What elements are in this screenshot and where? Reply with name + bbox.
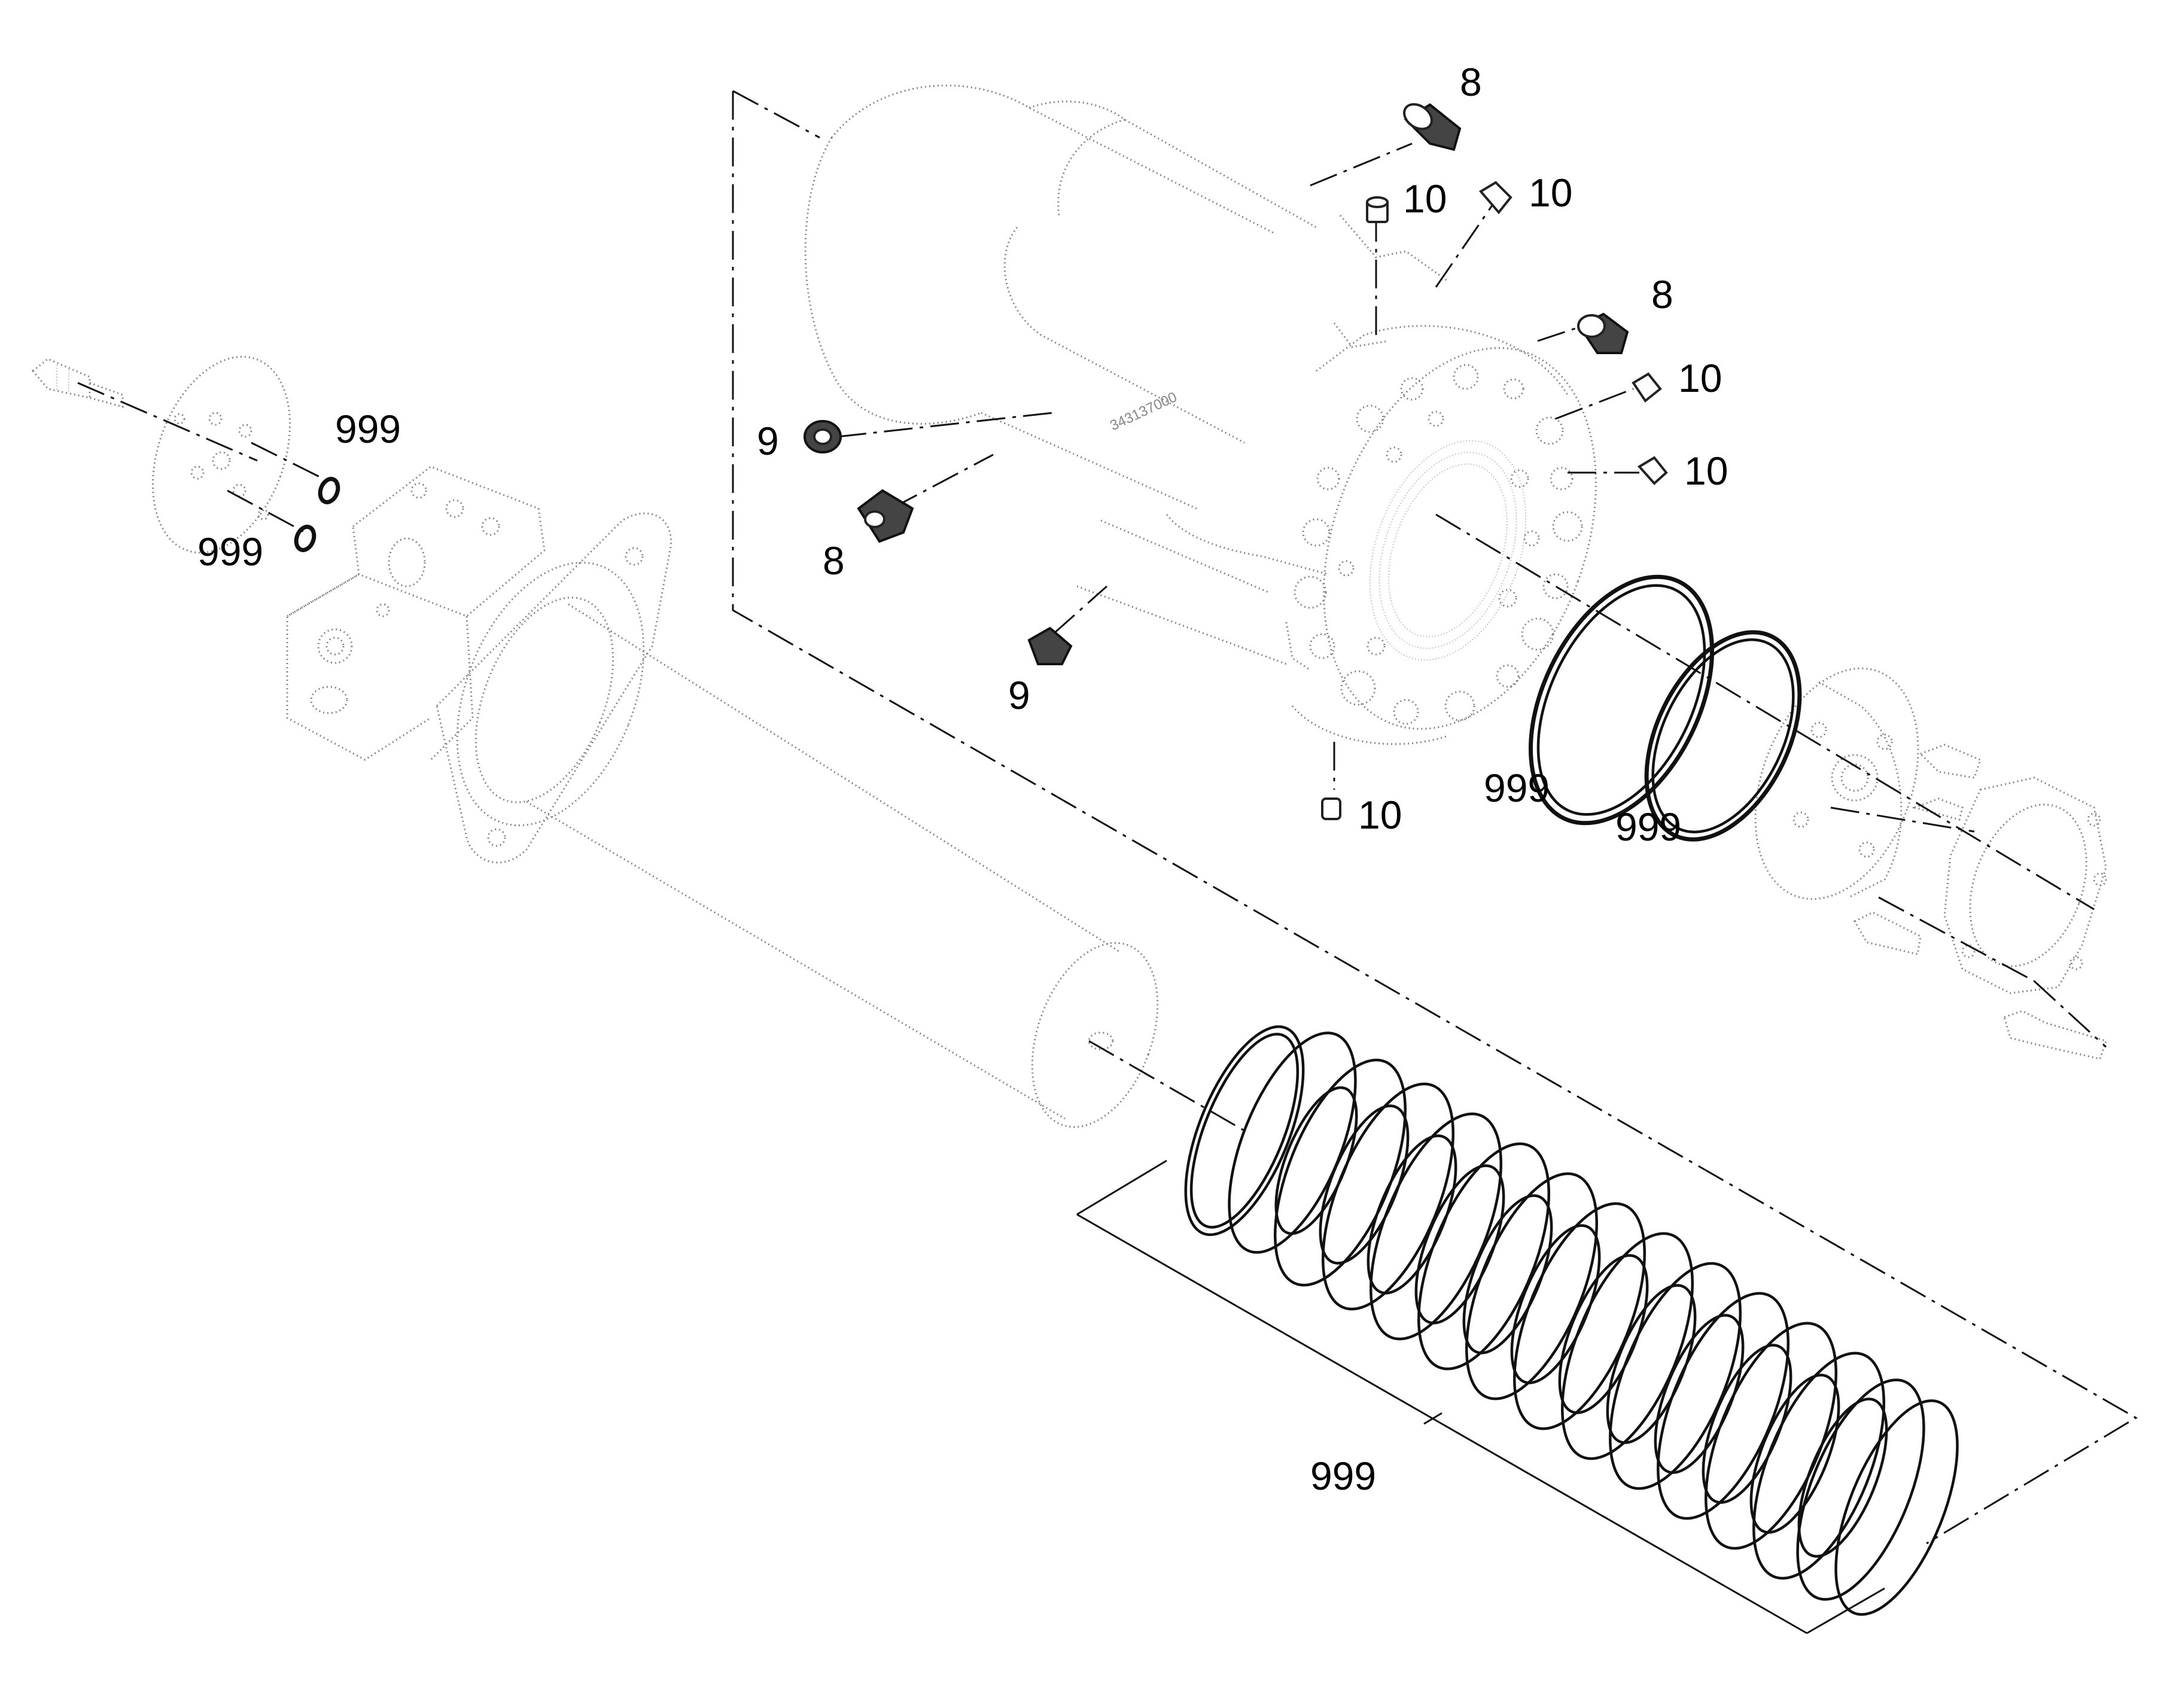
plug-9-upper xyxy=(804,420,842,453)
plug-10-right-lower xyxy=(1637,456,1668,485)
callout-999-upper-left: 999 xyxy=(335,407,401,451)
small-o-ring-inner xyxy=(1651,638,1795,833)
plug-8-top xyxy=(1403,103,1462,151)
front-disc xyxy=(1754,667,1919,900)
callout-999-ring-large: 999 xyxy=(1484,766,1550,810)
plug-8-right xyxy=(1577,312,1629,354)
plug-8-left xyxy=(857,489,914,543)
plug-10-top-right xyxy=(1478,181,1512,215)
callout-10-bottom: 10 xyxy=(1358,793,1402,837)
front-disc-bolt xyxy=(1912,744,1982,821)
plug-10-right-upper xyxy=(1632,372,1662,403)
callout-999-spring-set: 999 xyxy=(1310,1454,1376,1498)
large-o-ring-outer xyxy=(1528,574,1715,826)
callout-8-right: 8 xyxy=(1651,272,1673,316)
callout-8-left: 8 xyxy=(823,538,845,583)
assembly-center-lines xyxy=(77,90,2138,1545)
callout-10-top-right: 10 xyxy=(1529,171,1572,215)
small-o-ring-left-upper xyxy=(318,477,340,504)
small-o-ring-left-lower xyxy=(294,525,316,552)
left-bolt xyxy=(31,358,124,408)
plug-9-lower xyxy=(1027,626,1073,665)
plug-10-center xyxy=(1366,196,1389,223)
callout-999-ring-small: 999 xyxy=(1615,805,1681,849)
spring-set xyxy=(1184,1025,1959,1616)
callout-8-top: 8 xyxy=(1460,60,1482,104)
callout-9-upper: 9 xyxy=(757,419,779,463)
cylinder-assembly xyxy=(436,512,1159,1128)
callout-labels: 8 10 10 8 10 10 9 8 9 10 999 999 999 999… xyxy=(197,60,1728,1498)
stud xyxy=(1853,911,1922,955)
plug-10-bottom xyxy=(1321,797,1341,820)
gasket-bolt xyxy=(2003,1010,2107,1060)
callout-10-right-lower: 10 xyxy=(1684,449,1728,493)
callout-9-lower: 9 xyxy=(1008,673,1030,717)
callout-10-right-upper: 10 xyxy=(1678,356,1722,400)
small-o-ring-outer xyxy=(1644,630,1802,842)
callout-10-center: 10 xyxy=(1403,176,1447,221)
callout-999-lower-left: 999 xyxy=(197,529,263,574)
spring-set-bracket xyxy=(1076,1159,1885,1634)
gasket-plate xyxy=(1943,777,2107,994)
housing-marking: 343137000 xyxy=(1107,389,1179,434)
large-o-ring-inner xyxy=(1536,584,1706,816)
valve-block xyxy=(286,465,546,761)
